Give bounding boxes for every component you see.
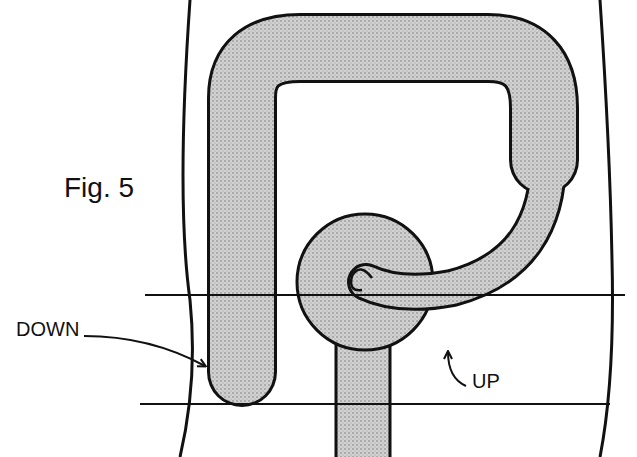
body-outline	[180, 0, 192, 457]
colon-fill	[242, 48, 544, 372]
leader-arrow	[448, 352, 466, 386]
direction-label: UP	[472, 370, 500, 393]
figure-caption: Fig. 5	[64, 172, 134, 204]
colon-fill	[366, 150, 548, 292]
leader-arrow	[84, 336, 205, 366]
level-line	[145, 294, 625, 296]
loop-curl	[351, 269, 372, 290]
colon-outline	[242, 48, 544, 372]
direction-label: DOWN	[16, 318, 79, 341]
level-line	[140, 403, 610, 405]
body-outline	[600, 0, 613, 457]
